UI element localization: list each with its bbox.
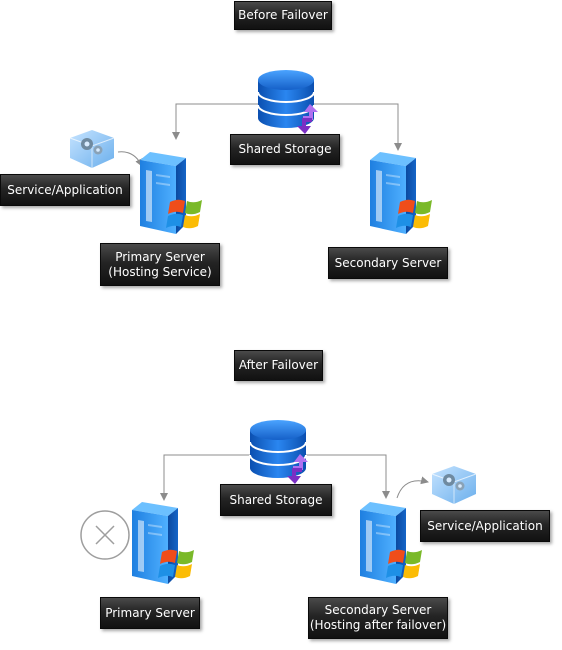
connector-secondary-to-service: [396, 476, 429, 499]
connector-storage-to-primary-after: [160, 454, 250, 501]
shared-storage-label: Shared Storage: [230, 134, 340, 165]
connector-storage-to-primary-before: [172, 103, 258, 140]
shared-storage-label: Shared Storage: [220, 484, 332, 516]
failed-x-icon: [80, 510, 130, 560]
primary-server-icon: [132, 502, 194, 584]
primary-server-label: Primary Server: [100, 597, 200, 629]
connector-storage-to-secondary-before: [314, 103, 402, 151]
primary-server-label: Primary Server (Hosting Service): [100, 243, 220, 286]
after-failover-title: After Failover: [234, 350, 323, 381]
before-failover-title: Before Failover: [234, 1, 332, 30]
service-application-label: Service/Application: [420, 510, 550, 542]
secondary-server-icon: [360, 502, 422, 584]
connector-service-to-primary: [117, 151, 143, 167]
primary-server-icon: [140, 152, 202, 234]
secondary-server-label: Secondary Server (Hosting after failover…: [308, 597, 448, 639]
service-gear-cube-icon: [69, 129, 115, 169]
connector-storage-to-secondary-after: [306, 454, 390, 499]
secondary-server-icon: [370, 152, 432, 234]
secondary-server-label: Secondary Server: [328, 247, 448, 279]
service-application-label: Service/Application: [0, 174, 130, 206]
service-gear-cube-icon: [431, 465, 477, 505]
